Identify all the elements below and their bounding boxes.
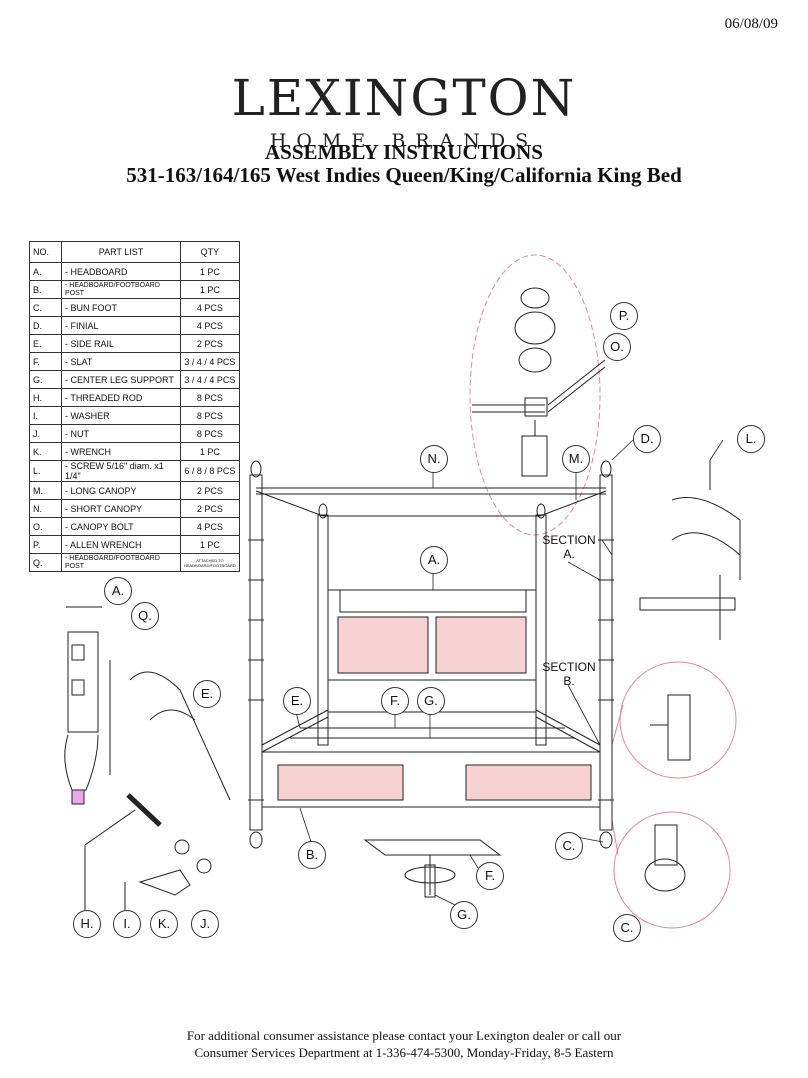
callout-m: M. xyxy=(562,445,590,473)
row-no: Q. xyxy=(29,553,62,572)
callout-c-detail: C. xyxy=(613,914,641,942)
callout-a-detail: A. xyxy=(104,577,132,605)
row-qty: 1 PC xyxy=(180,262,240,281)
callout-k: K. xyxy=(150,910,178,938)
section-a-line1: SECTION xyxy=(542,533,596,547)
headboard-panel-left xyxy=(337,616,429,674)
section-a-line2: A. xyxy=(563,547,575,561)
row-part-text: - HEADBOARD/FOOTBOARD POST xyxy=(65,281,160,297)
callout-f-main: F. xyxy=(381,687,409,715)
callout-c-main: C. xyxy=(555,832,583,860)
callout-l: L. xyxy=(737,425,765,453)
bun-foot-detail xyxy=(644,858,686,892)
callout-d: D. xyxy=(633,425,661,453)
section-b-line1: SECTION xyxy=(542,660,596,674)
footboard-frame xyxy=(261,751,601,808)
logo-subtitle: HOME BRANDS xyxy=(269,130,539,152)
callout-i: I. xyxy=(113,910,141,938)
callout-b: B. xyxy=(298,841,326,869)
callout-q: Q. xyxy=(131,602,159,630)
callout-e-main: E. xyxy=(283,687,311,715)
logo-brand: LEXINGTON xyxy=(231,69,577,127)
callout-p: P. xyxy=(610,302,638,330)
table-row: Q.- HEADBOARD/FOOTBOARD POST ATTACHED TO … xyxy=(29,553,240,572)
callout-f-detail: F. xyxy=(476,862,504,890)
footer-line1: For additional consumer assistance pleas… xyxy=(186,1028,622,1043)
threaded-rod xyxy=(126,793,162,827)
callout-g-main: G. xyxy=(417,687,445,715)
row-qty: ATTACHED TO HEADBOARD/FOOTBOARD xyxy=(180,553,240,572)
callout-h: H. xyxy=(73,910,101,938)
callout-o: O. xyxy=(603,333,631,361)
slat-detail xyxy=(363,839,502,856)
footboard-panel-left xyxy=(277,764,404,801)
callout-j: J. xyxy=(191,910,219,938)
front-left-post xyxy=(249,474,263,831)
callout-g-detail: G. xyxy=(450,901,478,929)
front-right-post xyxy=(599,474,613,831)
detail-ellipse-top xyxy=(469,254,601,536)
callout-e-detail: E. xyxy=(193,680,221,708)
document-date: 06/08/09 xyxy=(724,16,778,32)
detail-circle-section-b xyxy=(619,661,737,779)
post-detail xyxy=(67,631,99,733)
side-rail-left xyxy=(261,709,329,746)
headboard-crest xyxy=(339,589,527,613)
row-qty-text: ATTACHED TO HEADBOARD/FOOTBOARD xyxy=(184,557,236,568)
footboard-panel-right xyxy=(465,764,592,801)
section-b-label: SECTION B. xyxy=(538,660,600,688)
section-b-line2: B. xyxy=(563,674,575,688)
detail-circle-foot xyxy=(613,811,731,929)
company-logo: LEXINGTON HOME BRANDS xyxy=(0,70,808,152)
footer-contact: For additional consumer assistance pleas… xyxy=(0,1027,808,1061)
footer-line2: Consumer Services Department at 1-336-47… xyxy=(194,1045,614,1060)
callout-a-main: A. xyxy=(420,546,448,574)
page-title: ASSEMBLY INSTRUCTIONS xyxy=(265,140,543,164)
washer-shape xyxy=(174,839,190,855)
callout-n: N. xyxy=(420,445,448,473)
side-rail-right xyxy=(535,709,601,746)
row-part-text: - HEADBOARD/FOOTBOARD POST xyxy=(65,554,160,570)
headboard-panel-right xyxy=(435,616,527,674)
row-part: - HEADBOARD/FOOTBOARD POST xyxy=(61,553,181,572)
wrench-shape xyxy=(138,869,191,896)
product-title: 531-163/164/165 West Indies Queen/King/C… xyxy=(126,163,682,187)
table-row: L.- SCREW 5/16" diam. x1 1/4"6 / 8 / 8 P… xyxy=(29,460,240,482)
section-a-label: SECTION A. xyxy=(538,533,600,561)
nut-shape xyxy=(196,858,212,874)
